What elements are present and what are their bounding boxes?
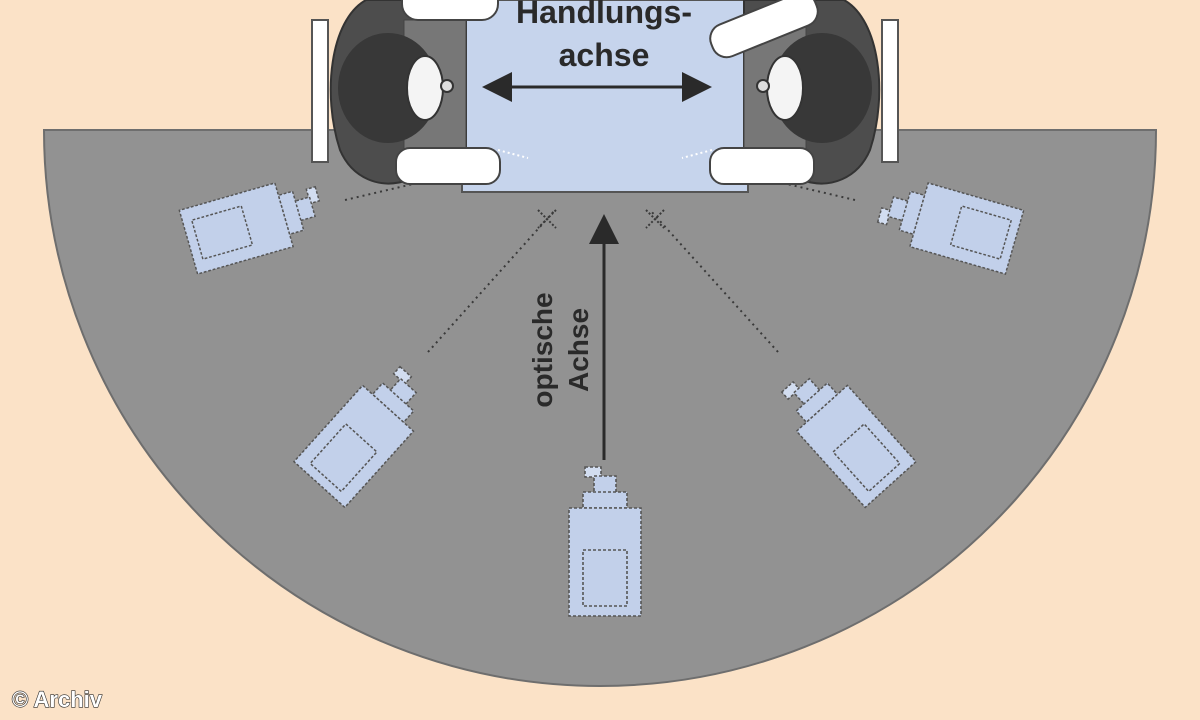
action-axis-label-line1: Handlungs- <box>516 0 692 30</box>
arm-right-top <box>709 0 819 59</box>
arm-left-top <box>401 0 499 21</box>
optical-axis-label-line1: optische <box>527 292 558 407</box>
person-left <box>311 0 501 185</box>
sight-crosses <box>537 209 665 229</box>
credit-text: © Archiv <box>12 687 103 712</box>
action-axis-label-line2: achse <box>559 37 650 73</box>
head-left <box>338 33 438 143</box>
floor-area <box>42 129 1158 687</box>
optical-axis-label-line2: Achse <box>563 308 594 392</box>
arm-left-bottom <box>395 147 501 185</box>
chair-back-left <box>311 19 329 163</box>
